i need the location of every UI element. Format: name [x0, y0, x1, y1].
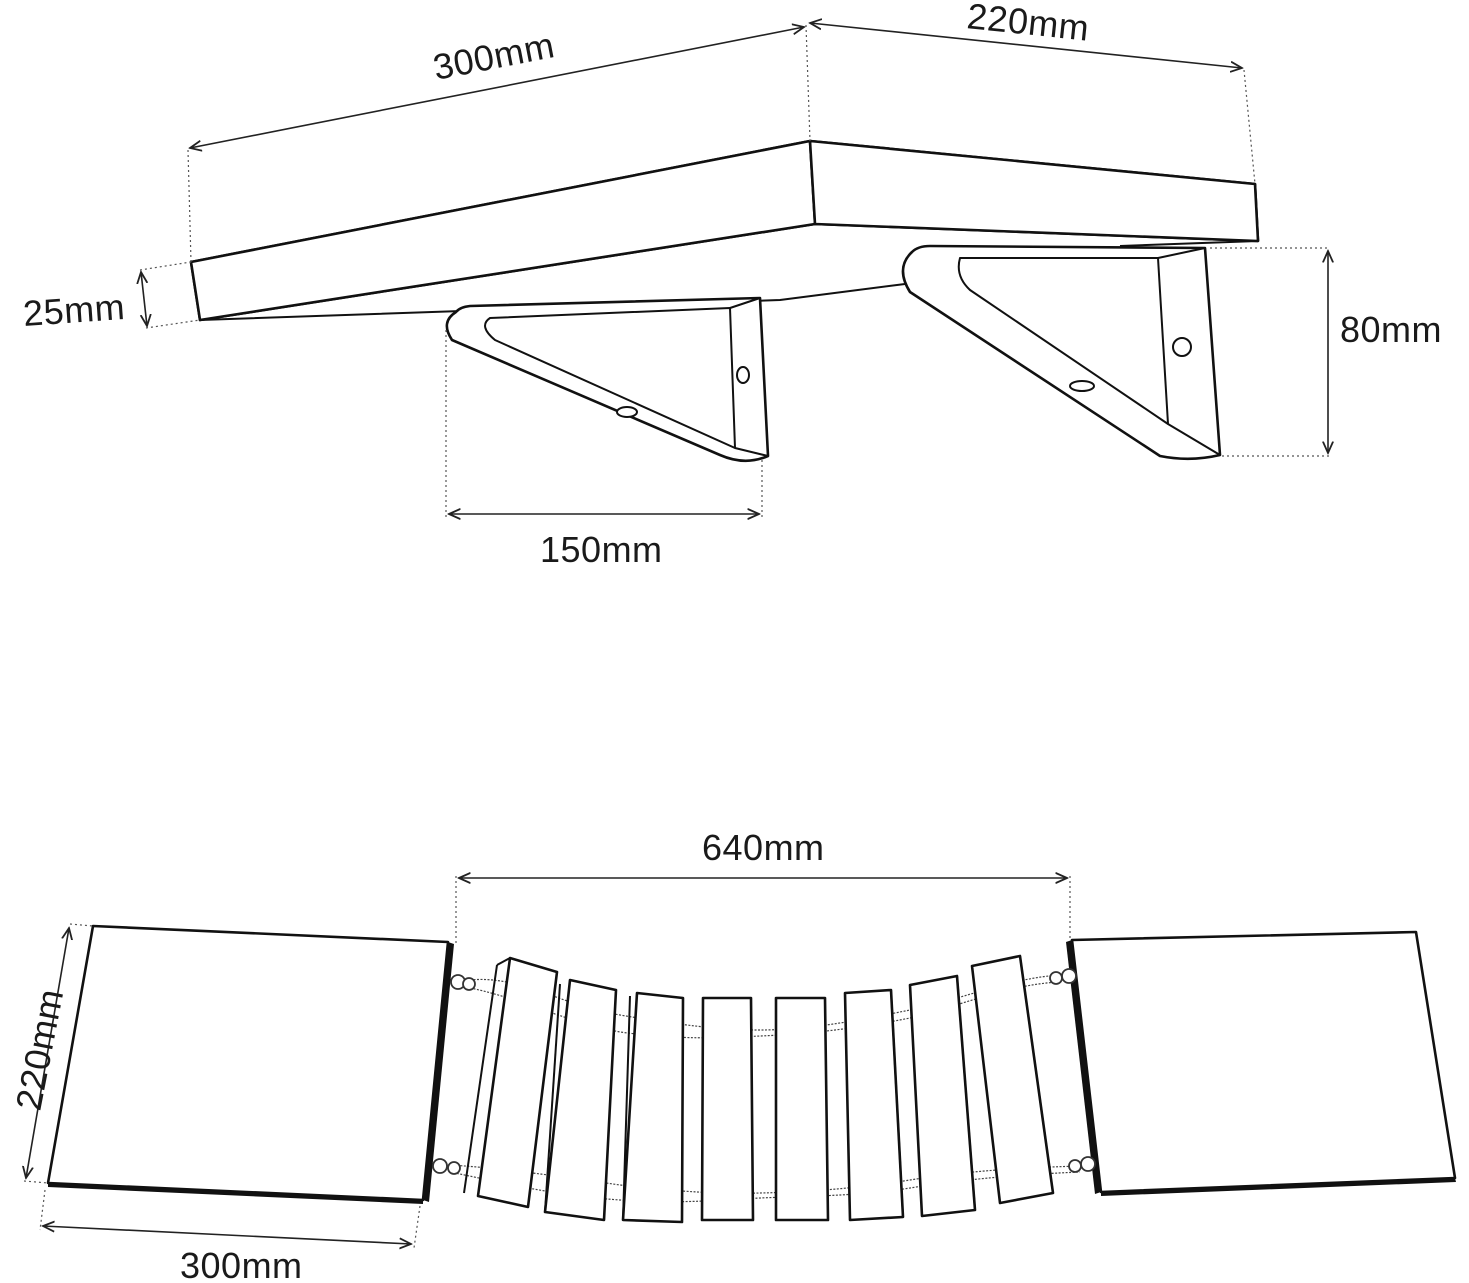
dim-platform-width: 300mm [39, 1189, 421, 1283]
bridge-assembly: 640mm 220mm 300mm [8, 827, 1457, 1283]
slat [463, 956, 559, 1209]
label-shelf-length: 300mm [430, 24, 558, 88]
screw-hole [1172, 337, 1192, 357]
bracket-left [445, 296, 770, 463]
slat [843, 988, 905, 1222]
label-platform-depth: 220mm [8, 985, 72, 1113]
slat [970, 954, 1055, 1205]
dim-shelf-thickness: 25mm [22, 261, 201, 334]
label-bridge-length: 640mm [702, 827, 825, 868]
dim-bracket-height: 80mm [1210, 247, 1442, 457]
label-bracket-depth: 150mm [540, 529, 663, 570]
label-shelf-thickness: 25mm [22, 286, 127, 334]
shelf-board [189, 139, 1260, 322]
shelf-assembly: 300mm 220mm 25mm 80mm 150mm [22, 0, 1442, 570]
screw-hole [736, 366, 750, 384]
platform-right [1066, 930, 1457, 1196]
screw-hole [1069, 380, 1095, 392]
eye-hooks [432, 968, 1096, 1175]
dim-bracket-depth: 150mm [445, 330, 763, 570]
label-bracket-height: 80mm [1340, 309, 1442, 350]
slat [774, 996, 830, 1222]
slat [700, 996, 755, 1222]
screw-hole [616, 406, 638, 418]
dim-shelf-depth: 220mm [810, 0, 1256, 185]
label-platform-width: 300mm [180, 1245, 303, 1283]
bracket-right [901, 244, 1222, 461]
slat [908, 974, 977, 1218]
slat [543, 978, 618, 1222]
rope-bottom [449, 1164, 1081, 1203]
dim-shelf-length: 300mm [187, 24, 811, 263]
slat [621, 991, 685, 1224]
dim-bridge-length: 640mm [455, 827, 1071, 944]
platform-left [46, 924, 454, 1204]
